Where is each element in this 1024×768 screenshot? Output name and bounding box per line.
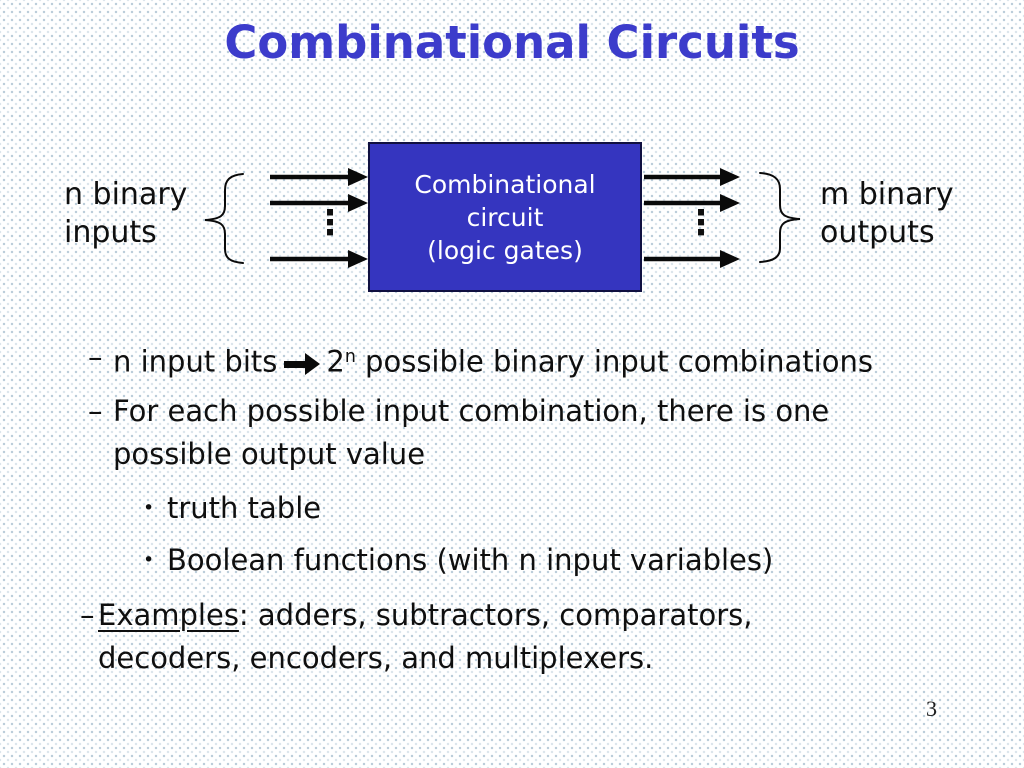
output-brace [759,172,801,263]
box-label-line3: (logic gates) [427,235,583,265]
bullet-1-suffix: possible binary input combinations [355,344,873,379]
sub-bullet-1-text: truth table [167,491,322,525]
vertical-ellipsis-icon: ⋮ [684,203,718,243]
sub-bullet-item-2: • Boolean functions (with n input variab… [143,539,773,582]
box-label-line1: Combinational [414,169,596,199]
dot-bullet-icon: • [143,497,155,519]
output-arrow-1 [644,168,740,186]
bullet-1-superscript: n [344,347,356,367]
sub-bullet-item-1: • truth table [143,487,321,530]
bullet-1-base: 2 [326,344,345,379]
bullet-item-2: – For each possible input combination, t… [88,390,829,476]
bullet-1-prefix: n input bits [113,344,278,379]
bullet-3-line2: decoders, encoders, and multiplexers. [98,641,654,675]
output-arrow-3 [644,250,740,268]
examples-underlined-label: Examples [98,598,239,632]
input-arrow-1 [270,168,368,186]
dash-bullet-icon: – [88,394,103,428]
combinational-circuit-box: Combinational circuit (logic gates) [368,142,642,292]
dash-bullet-icon: – [88,340,103,374]
dash-bullet-icon: – [80,598,95,632]
bullet-item-3: – Examples: adders, subtractors, compara… [80,594,752,680]
input-arrow-3 [270,250,368,268]
dot-bullet-icon: • [143,549,155,571]
bullet-item-2-text: For each possible input combination, the… [113,390,829,476]
input-label: n binary inputs [64,176,187,252]
bullet-3-line1-rest: : adders, subtractors, comparators, [238,598,753,632]
input-label-line2: inputs [64,215,157,250]
output-label: m binary outputs [820,176,954,252]
box-label-line2: circuit [466,202,544,232]
slide-title: Combinational Circuits [224,16,800,69]
bullet-item-3-text: Examples: adders, subtractors, comparato… [98,594,752,680]
bullet-3-line1: Examples: adders, subtractors, comparato… [98,594,752,637]
output-label-line2: outputs [820,215,935,250]
vertical-ellipsis-icon: ⋮ [313,203,347,243]
page-number: 3 [926,696,937,721]
input-label-line1: n binary [64,177,188,212]
bullet-item-1-text: n input bits 2n possible binary input com… [113,336,873,384]
bullet-2-line2: possible output value [113,437,426,471]
bullet-2-line1: For each possible input combination, the… [113,394,830,428]
heavy-right-arrow-icon [284,353,321,376]
input-brace [204,173,244,264]
output-label-line1: m binary [820,177,954,212]
bullet-item-1: – n input bits 2n possible binary input c… [88,336,873,384]
sub-bullet-2-text: Boolean functions (with n input variable… [167,543,774,577]
